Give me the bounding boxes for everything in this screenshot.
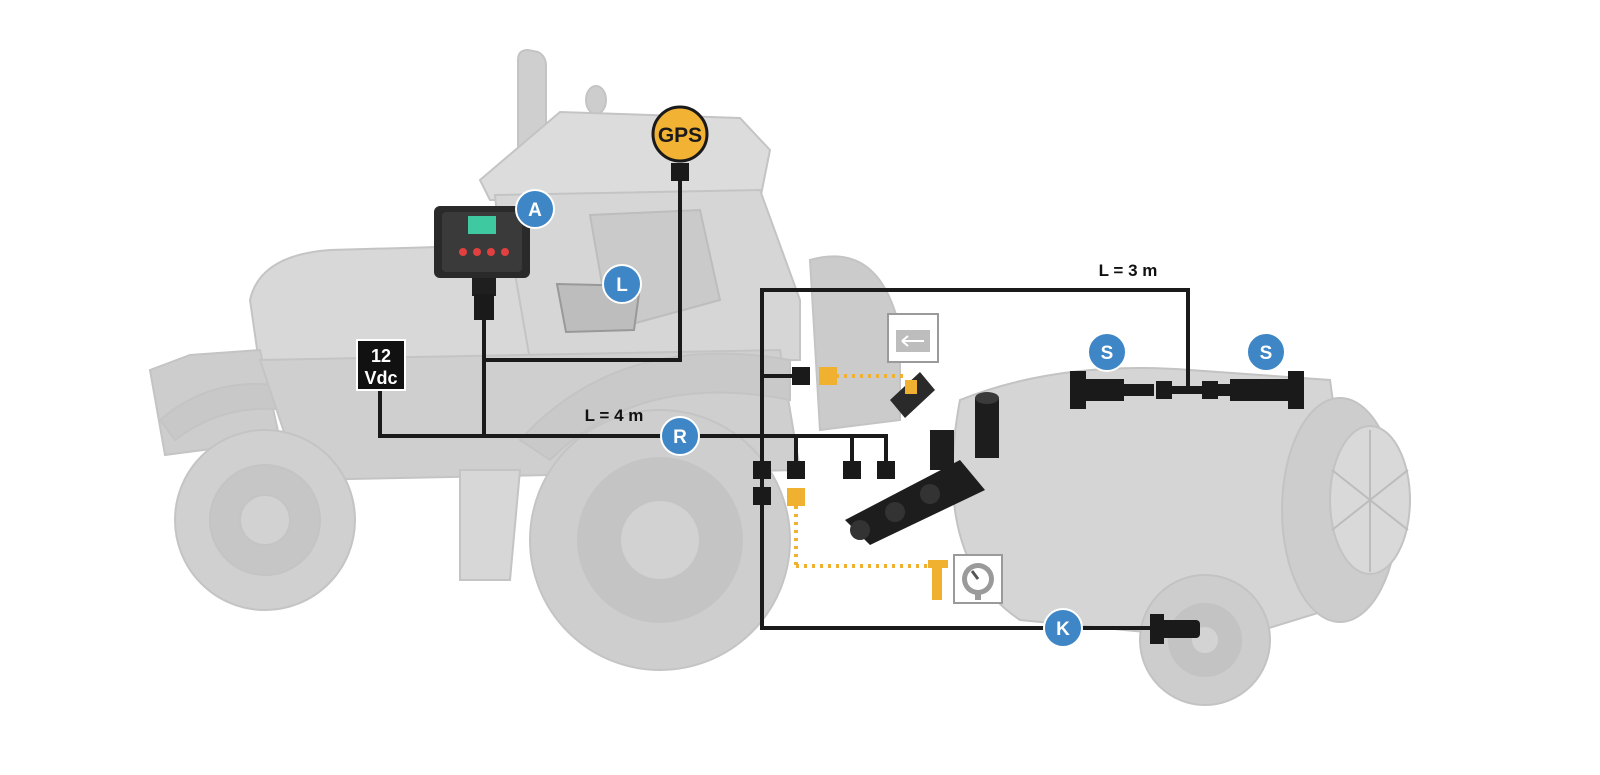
gps-label: GPS <box>658 124 702 147</box>
badge-a-label: A <box>528 200 542 221</box>
badge-a: A <box>515 189 555 229</box>
power-label-bottom: Vdc <box>364 368 397 388</box>
flow-meter-icon <box>887 313 939 363</box>
badge-k-label: K <box>1056 619 1070 640</box>
badge-r-label: R <box>673 427 687 448</box>
badge-l: L <box>602 264 642 304</box>
pressure-gauge-icon <box>953 554 1003 604</box>
badge-s-left: S <box>1087 332 1127 372</box>
power-supply-label: 12 Vdc <box>356 339 406 391</box>
connectors <box>671 163 895 505</box>
hydraulic-connectors <box>787 367 948 600</box>
control-console-icon <box>434 206 530 320</box>
badge-r: R <box>660 416 700 456</box>
sprayer-tank <box>951 367 1411 706</box>
speed-sensor-icon <box>1150 614 1200 644</box>
hydraulic-lines <box>794 374 932 568</box>
cable-r-length-label: L = 4 m <box>585 406 644 425</box>
valve-assembly-icon <box>845 372 999 545</box>
power-label-top: 12 <box>371 346 391 366</box>
cable-top-length-label: L = 3 m <box>1099 261 1158 280</box>
badge-s-right-label: S <box>1260 343 1273 364</box>
badge-s-right: S <box>1246 332 1286 372</box>
section-valve-unit <box>1070 371 1304 409</box>
badge-l-label: L <box>616 275 628 296</box>
badge-s-left-label: S <box>1101 343 1114 364</box>
badge-k: K <box>1043 608 1083 648</box>
gps-antenna-icon: GPS <box>651 105 709 163</box>
